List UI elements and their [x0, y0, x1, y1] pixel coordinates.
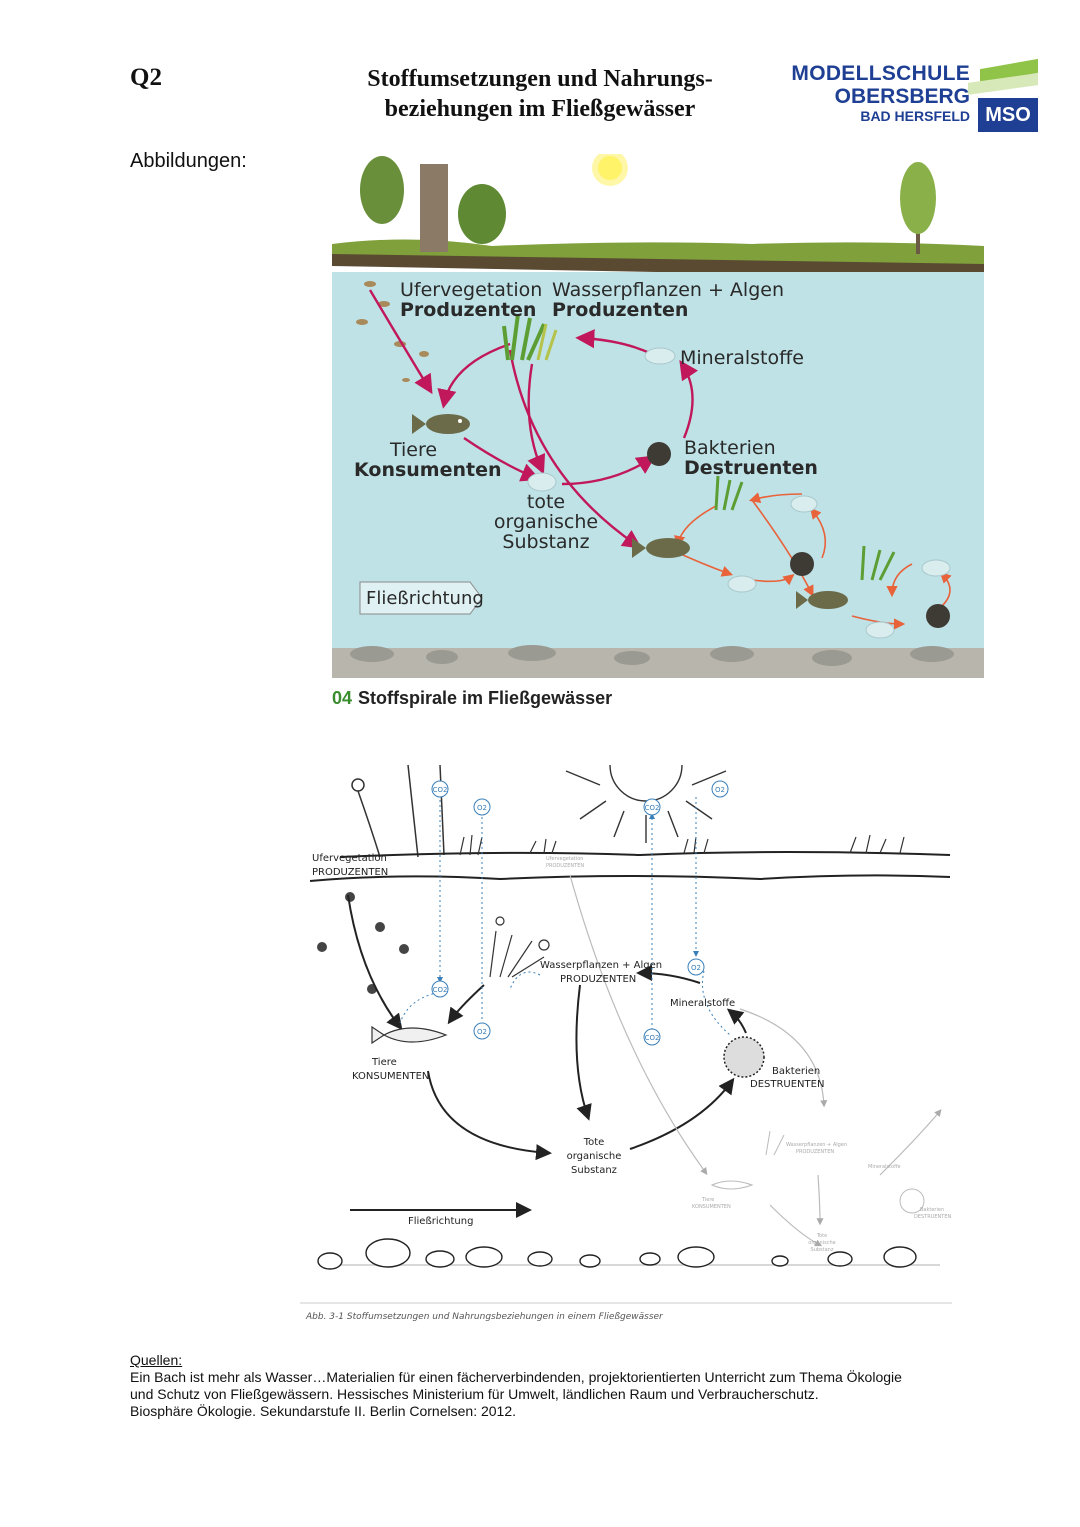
- gas-o2-label: O2: [715, 786, 725, 794]
- fig2-faint-ufer-sub: PRODUZENTEN: [546, 863, 584, 869]
- spiral-arrows: [671, 492, 952, 630]
- fig1-tiere-sub: Konsumenten: [354, 459, 502, 481]
- fish-icon: [371, 1025, 448, 1045]
- title-line-2: beziehungen im Fließgewässer: [384, 96, 696, 122]
- logo-line-1: MODELLSCHULE: [791, 62, 970, 85]
- fig2-faint-tote-label-3: Substanz: [811, 1247, 834, 1253]
- gas-co2-label: CO2: [645, 804, 660, 812]
- fig2-flow-label: Fließrichtung: [408, 1216, 473, 1227]
- sources-line-1: Ein Bach ist mehr als Wasser…Materialien…: [130, 1369, 902, 1385]
- gas-o2-label: O2: [477, 1028, 487, 1036]
- gas-o2-label: O2: [477, 804, 487, 812]
- fig2-tote-label-3: Substanz: [571, 1165, 617, 1176]
- fig1-tote-label-2: organische: [494, 511, 598, 533]
- gas-o2-label: O2: [691, 964, 701, 972]
- sources-block: Quellen: Ein Bach ist mehr als Wasser…Ma…: [130, 1352, 990, 1420]
- fig1-wasser-label: Wasserpflanzen + Algen: [552, 279, 784, 301]
- fig1-mineral-label: Mineralstoffe: [680, 347, 804, 369]
- logo-line-2: OBERSBERG: [834, 85, 970, 108]
- fig1-tiere-label: Tiere: [389, 439, 437, 461]
- fish-icon: [412, 414, 470, 434]
- water-plant-icon-2: [714, 475, 896, 581]
- tree-icon: [351, 764, 445, 858]
- sun-icon: [592, 154, 628, 186]
- fig2-mineral-label: Mineralstoffe: [670, 998, 735, 1009]
- page-code: Q2: [130, 64, 162, 91]
- fig1-bakt-label: Bakterien: [684, 437, 776, 459]
- riverbed-stones: [332, 645, 984, 678]
- title-line-1: Stoffumsetzungen und Nahrungs-: [367, 66, 713, 92]
- fig1-bakt-sub: Destruenten: [684, 457, 818, 479]
- leaf-icons: [356, 281, 429, 382]
- figure-stoffspirale: Ufervegetation Produzenten Wasserpflanze…: [332, 154, 984, 678]
- water-plant-icon: [489, 916, 550, 978]
- fig2-faint-tote-label-1: Tote: [816, 1233, 827, 1239]
- fig2-faint-tiere-label: Tiere: [701, 1197, 714, 1203]
- fig1-wasser-sub: Produzenten: [552, 299, 688, 321]
- bacteria-icon: [723, 1036, 765, 1078]
- fig2-faint-tote-label-2: organische: [808, 1240, 835, 1246]
- fish-icon-3: [796, 591, 848, 609]
- fig2-tote-label-1: Tote: [583, 1137, 605, 1148]
- fig2-wasser-label: Wasserpflanzen + Algen: [540, 960, 662, 971]
- gas-co2-label: CO2: [433, 986, 448, 994]
- cycle-arrows: [347, 894, 747, 1218]
- fig1-flow-arrow: Fließrichtung: [359, 581, 484, 615]
- riverbed-stones: [317, 1238, 940, 1270]
- fig2-bakt-sub: DESTRUENTEN: [750, 1079, 824, 1090]
- figure2-caption: Abb. 3-1 Stoffumsetzungen und Nahrungsbe…: [305, 1312, 664, 1322]
- school-logo: MODELLSCHULE OBERSBERG BAD HERSFELD MSO: [791, 50, 1040, 140]
- bacteria-icon: [647, 442, 950, 628]
- fig1-tote-label-3: Substanz: [502, 531, 589, 553]
- tree-right-icon: [900, 162, 936, 254]
- figure-line-drawing: CO2 O2 CO2 O2 CO2 O2 CO2 O2 Ufervegetati…: [300, 764, 952, 1322]
- sun-icon: [565, 764, 727, 843]
- fig1-ufer-sub: Produzenten: [400, 299, 536, 321]
- gas-co2-label: CO2: [433, 786, 448, 794]
- mineral-icon: [527, 347, 951, 639]
- fig2-faint-ufer-label: Ufervegetation: [546, 856, 583, 862]
- sources-line-2: und Schutz von Fließgewässern. Hessische…: [130, 1386, 819, 1402]
- logo-line-3: BAD HERSFELD: [860, 108, 970, 124]
- logo-badge: MSO: [978, 98, 1038, 132]
- fig2-tote-label-2: organische: [567, 1151, 622, 1162]
- fig2-faint-bakt-label: Bakterien: [920, 1207, 944, 1213]
- fig1-ufer-label: Ufervegetation: [400, 279, 542, 301]
- faint-organisms: [710, 1130, 925, 1214]
- fig2-tiere-sub: KONSUMENTEN: [352, 1071, 429, 1082]
- water-plant-icon: [502, 313, 558, 361]
- fig1-tote-label-1: tote: [527, 491, 565, 513]
- fig2-faint-tiere-sub: KONSUMENTEN: [692, 1204, 731, 1210]
- fig2-wasser-sub: PRODUZENTEN: [560, 974, 636, 985]
- fig2-faint-bakt-sub: DESTRUENTEN: [914, 1214, 951, 1220]
- sources-heading: Quellen:: [130, 1352, 183, 1368]
- fig2-tiere-label: Tiere: [371, 1057, 397, 1068]
- fish-icon-2: [632, 538, 690, 558]
- figure1-caption-number: 04: [332, 688, 353, 708]
- page-title: Stoffumsetzungen und Nahrungs- beziehung…: [330, 64, 750, 124]
- fig2-bakt-label: Bakterien: [772, 1066, 820, 1077]
- cycle-arrows: [368, 289, 698, 549]
- fig2-faint-mineral-label: Mineralstoffe: [868, 1164, 901, 1170]
- figure1-caption-text: Stoffspirale im Fließgewässer: [358, 688, 613, 708]
- tree-icon: [360, 156, 506, 252]
- fig2-ufer-label: Ufervegetation: [312, 853, 387, 864]
- fig2-faint-wasser-label: Wasserpflanzen + Algen: [786, 1142, 847, 1148]
- section-label: Abbildungen:: [130, 150, 247, 172]
- faint-arrows: [569, 874, 942, 1247]
- leaf-icons: [317, 892, 409, 994]
- sources-line-3: Biosphäre Ökologie. Sekundarstufe II. Be…: [130, 1403, 517, 1419]
- gas-bubble-icons: CO2 O2 CO2 O2 CO2 O2 CO2 O2: [431, 780, 729, 1046]
- gas-co2-label: CO2: [645, 1034, 660, 1042]
- fig2-ufer-sub: PRODUZENTEN: [312, 867, 388, 878]
- fig2-faint-wasser-sub: PRODUZENTEN: [796, 1149, 834, 1155]
- fig1-flow-label: Fließrichtung: [366, 588, 484, 609]
- water-surface: [309, 851, 951, 882]
- grass-icon: [459, 834, 905, 856]
